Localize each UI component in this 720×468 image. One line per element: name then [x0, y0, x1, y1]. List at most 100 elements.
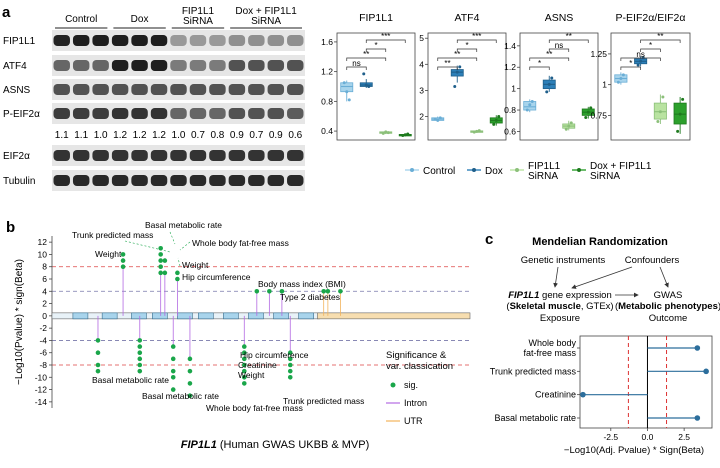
- y-tick-label: 2: [42, 299, 47, 309]
- plot-title: P-EIF2α/EIF2α: [616, 12, 686, 24]
- data-point: [438, 116, 442, 120]
- blot-band: [267, 84, 285, 95]
- blot-band: [228, 84, 246, 95]
- blot-band: [248, 35, 265, 46]
- legend-title: var. classication: [386, 361, 453, 372]
- data-point: [433, 117, 437, 121]
- significance-label: ***: [381, 32, 390, 41]
- significance-label: ns: [555, 41, 563, 50]
- y-tick-label: 5: [419, 33, 424, 43]
- legend-marker: [410, 168, 414, 172]
- data-point: [619, 77, 623, 81]
- y-tick-label: 2: [419, 112, 424, 122]
- y-tick-label: 4: [419, 59, 424, 69]
- sig-variant-point: [287, 362, 293, 368]
- gwas-label: GWAS: [654, 290, 683, 301]
- y-tick-label: 0.8: [321, 96, 333, 106]
- genetic-instruments-label: Genetic instruments: [521, 255, 606, 266]
- significance-bracket: [620, 66, 641, 70]
- band-ratio: 1.2: [152, 130, 166, 141]
- annotation-leader: [169, 231, 176, 245]
- mr-title: Mendelian Randomization: [532, 236, 668, 248]
- y-tick-label: 1: [511, 84, 516, 94]
- data-point: [458, 65, 462, 69]
- blot-band: [92, 60, 109, 71]
- exon: [248, 312, 264, 320]
- blot-band: [150, 35, 168, 46]
- mr-arrow: [553, 266, 559, 288]
- data-point: [547, 82, 551, 86]
- phenotype-annotation: Body mass index (BMI): [258, 279, 346, 289]
- blot-band: [248, 84, 265, 95]
- sig-variant-point: [287, 374, 293, 380]
- blot-band: [150, 60, 168, 71]
- phenotype-annotation: Hip circumference: [240, 350, 309, 360]
- band-ratio: 1.0: [94, 130, 108, 141]
- sig-variant-point: [95, 368, 101, 374]
- lollipop-point: [580, 391, 586, 398]
- blot-row-label: EIF2α: [3, 151, 30, 162]
- sig-variant-point: [137, 368, 143, 374]
- data-point: [494, 118, 498, 122]
- sig-variant-point: [170, 374, 176, 380]
- blot-band: [267, 60, 285, 71]
- y-tick-label: 1.2: [504, 62, 516, 72]
- plot-frame: [519, 32, 599, 141]
- y-tick-label: 1: [602, 80, 607, 90]
- data-point: [497, 115, 501, 119]
- phenotype-annotation: Creatinine: [238, 360, 277, 370]
- y-tick-label: -2: [39, 323, 47, 333]
- lollipop-point: [694, 345, 701, 351]
- significance-label: *: [374, 41, 377, 50]
- y-tick-label: 0.8: [504, 105, 516, 115]
- data-point: [678, 112, 682, 116]
- significance-bracket: [456, 48, 478, 52]
- data-point: [569, 121, 573, 125]
- sig-variant-point: [287, 356, 293, 362]
- data-point: [528, 103, 532, 107]
- outcome-label: Outcome: [649, 313, 688, 324]
- y-tick-label: 6: [42, 274, 47, 284]
- group-label: SiRNA: [251, 16, 281, 27]
- data-point: [381, 131, 385, 135]
- y-tick-label: -8: [39, 360, 47, 370]
- data-point: [567, 124, 571, 128]
- category-label: Basal metabolic rate: [494, 413, 576, 423]
- blot-band: [111, 60, 129, 71]
- blot-band: [72, 175, 90, 186]
- legend-label: sig.: [404, 380, 418, 390]
- sig-variant-point: [241, 362, 247, 368]
- band-ratio: 0.7: [249, 130, 263, 141]
- blot-band: [53, 175, 70, 186]
- sig-variant-point: [158, 252, 163, 257]
- boxplots: FIP1L10.40.81.21.6ns******ATF42345******…: [321, 12, 691, 141]
- sig-variant-point: [254, 288, 260, 294]
- significance-bracket: [437, 66, 458, 70]
- legend-label: SiRNA: [590, 171, 620, 182]
- y-tick-label: -12: [35, 385, 48, 395]
- blot-band: [209, 84, 226, 95]
- y-tick-label: 1.6: [321, 37, 333, 47]
- significance-label: *: [465, 41, 468, 50]
- sig-variant-point: [120, 258, 126, 263]
- blot-band: [53, 84, 70, 95]
- blot-band: [131, 35, 148, 46]
- data-point: [636, 63, 640, 67]
- panel-b: b 121086420-2-4-6-8-10-12-14−Log10(Pvalu…: [6, 219, 471, 451]
- data-point: [545, 90, 549, 94]
- band-ratio: 0.6: [288, 130, 302, 141]
- blot-band: [189, 84, 207, 95]
- legend-marker: [390, 382, 396, 388]
- category-label: Whole body: [528, 338, 576, 348]
- x-axis-label: FIP1L1 (Human GWAS UKBB & MVP): [181, 439, 369, 451]
- significance-bracket: [529, 66, 550, 70]
- blot-band: [248, 175, 265, 186]
- blot-band: [228, 150, 246, 161]
- blot-band: [287, 35, 304, 46]
- sig-variant-point: [137, 350, 143, 356]
- data-point: [406, 132, 410, 136]
- significance-bracket: [640, 39, 681, 43]
- panel-letter-a: a: [2, 4, 11, 21]
